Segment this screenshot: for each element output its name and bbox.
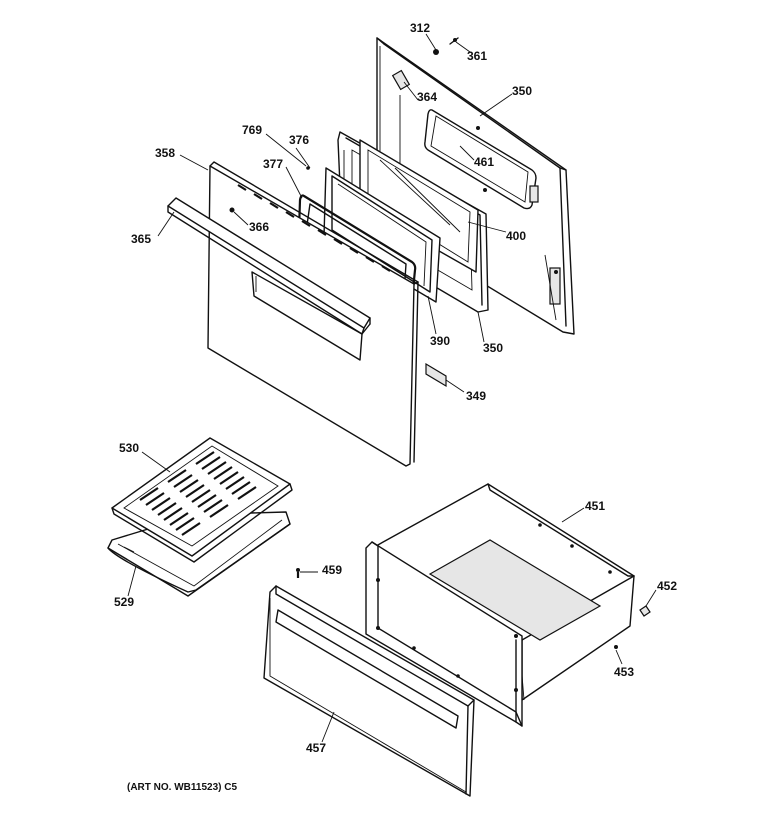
label-452: 452 [657,579,677,593]
front-oven-door-358 [207,161,419,467]
label-459: 459 [322,563,342,577]
label-365: 365 [131,232,151,246]
label-350-upper: 350 [512,84,532,98]
label-361: 361 [467,49,487,63]
label-453: 453 [614,665,634,679]
label-358: 358 [155,146,175,160]
part-349 [425,362,447,388]
art-number: (ART NO. WB11523) C5 [127,782,237,793]
label-377: 377 [263,157,283,171]
broiler-pan-assembly [107,437,293,597]
label-312: 312 [410,21,430,35]
door-vent-slots [237,184,391,272]
label-529: 529 [114,595,134,609]
label-376: 376 [289,133,309,147]
label-366: 366 [249,220,269,234]
label-461: 461 [474,155,494,169]
label-364: 364 [417,90,437,104]
label-350-lower: 350 [483,341,503,355]
label-530: 530 [119,441,139,455]
label-400: 400 [506,229,526,243]
drawer-front-frame [365,541,523,727]
label-390: 390 [430,334,450,348]
outer-door-panel [376,37,575,335]
leader-lines [127,33,657,743]
drawer-front-panel-457 [263,585,475,797]
part-labels: 312 361 350 364 769 376 358 461 377 366 … [114,21,677,793]
door-handle-365 [167,197,371,335]
label-769: 769 [242,123,262,137]
door-glass-400 [359,139,479,273]
drawer-hardware [296,568,651,649]
label-451: 451 [585,499,605,513]
label-349: 349 [466,389,486,403]
hardware-312-361 [433,37,459,55]
broiler-grid-slots [139,451,257,536]
label-457: 457 [306,741,326,755]
